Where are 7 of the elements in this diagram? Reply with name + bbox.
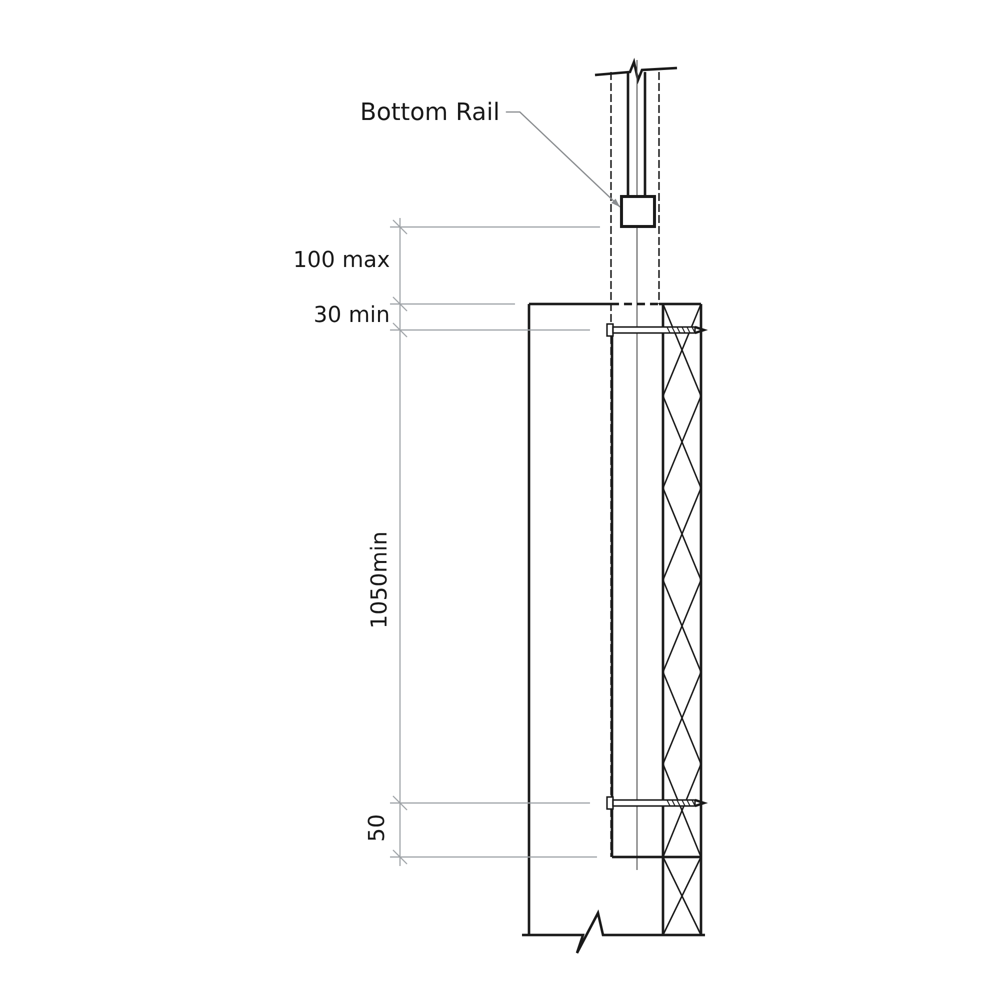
dimension-label: 50 [367,814,389,842]
dimension-label: 100 max [293,250,390,272]
callout-label: Bottom Rail [360,100,500,124]
dimension-label: 30 min [314,305,390,327]
leader-line [506,111,620,208]
bottom-rail-profile [620,195,656,228]
dimension-label: 1050min [369,531,392,629]
